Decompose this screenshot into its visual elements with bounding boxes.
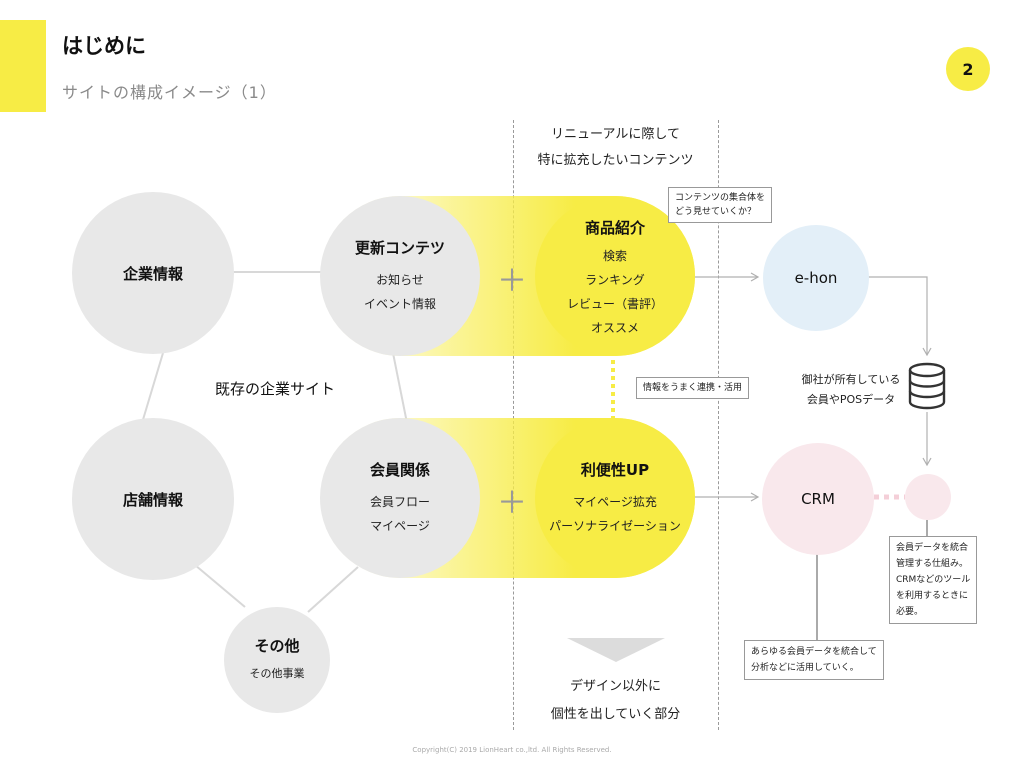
membership-title: 会員関係 [369,460,430,479]
member-data-note-line: 会員データを統合 [896,543,969,553]
convenience-item: マイページ拡充 [573,494,657,509]
products-items: 検索 ランキング レビュー（書評） オススメ [567,244,663,340]
member-data-note-line: 必要。 [896,607,924,617]
products-node: 商品紹介 検索 ランキング レビュー（書評） オススメ [535,196,695,356]
products-item: 検索 [602,248,627,263]
plus-icon: ＋ [497,486,527,521]
convenience-node: 利便性UP マイページ拡充 パーソナライゼーション [535,418,695,578]
convenience-title: 利便性UP [580,460,650,479]
page-title: はじめに [62,34,146,58]
bottom-caption-line2: 個性を出していく部分 [550,707,681,722]
member-data-note-line: 管理する仕組み。 [896,559,969,569]
content-set-note-line: コンテンツの集合体を [675,193,766,203]
products-item: オススメ [590,320,639,335]
crm-note: あらゆる会員データを統合して 分析などに活用していく。 [744,640,884,680]
crm-note-line: あらゆる会員データを統合して [751,647,877,657]
triangle-down-icon [567,638,665,662]
update-content-title: 更新コンテツ [354,238,445,257]
membership-items: 会員フロー マイページ [370,490,430,538]
member-data-note-line: を利用するときに [896,591,969,601]
others-title: その他 [254,636,300,655]
membership-item: マイページ [370,518,430,533]
membership-item: 会員フロー [369,494,430,509]
store-info-label: 店舗情報 [122,490,183,509]
member-data-note-line: CRMなどのツール [896,575,971,585]
products-title: 商品紹介 [584,218,645,237]
crm-node: CRM [762,443,874,555]
update-content-items: お知らせ イベント情報 [364,268,436,316]
database-note-line: 御社が所有している [801,373,901,386]
database-icon [908,362,946,410]
ehon-node: e-hon [763,225,869,331]
update-content-item: イベント情報 [363,296,436,311]
others-node: その他 その他事業 [224,607,330,713]
crm-label: CRM [801,490,835,508]
top-caption-line1: リニューアルに際して [551,127,680,142]
crm-note-line: 分析などに活用していく。 [751,663,859,673]
company-info-label: 企業情報 [122,264,183,283]
header-accent-bar [0,20,46,112]
member-data-note: 会員データを統合 管理する仕組み。 CRMなどのツール を利用するときに 必要。 [889,536,978,624]
products-item: ランキング [585,272,645,287]
database-note: 御社が所有している 会員やPOSデータ [796,370,906,410]
company-info-node: 企業情報 [72,192,234,354]
update-content-node: 更新コンテツ お知らせ イベント情報 [320,196,480,356]
convenience-item: パーソナライゼーション [549,518,681,533]
convenience-items: マイページ拡充 パーソナライゼーション [549,490,681,538]
membership-node: 会員関係 会員フロー マイページ [320,418,480,578]
page-number-badge: 2 [946,47,990,91]
top-caption: リニューアルに際して 特に拡充したいコンテンツ [513,122,718,174]
arrow-down-icon [866,276,932,357]
content-set-note-line: どう見せていくか？ [675,207,757,217]
products-item: レビュー（書評） [566,296,663,311]
top-caption-line2: 特に拡充したいコンテンツ [537,153,694,168]
update-content-item: お知らせ [376,272,424,287]
bottom-caption: デザイン以外に 個性を出していく部分 [513,673,718,729]
database-note-line: 会員やPOSデータ [806,393,896,406]
content-set-note: コンテンツの集合体を どう見せていくか？ [668,187,773,223]
bottom-caption-line1: デザイン以外に [569,679,661,694]
member-data-node [905,474,951,520]
others-item: その他事業 [249,666,305,680]
existing-site-label: 既存の企業サイト [215,380,336,398]
ehon-label: e-hon [794,269,838,287]
store-info-node: 店舗情報 [72,418,234,580]
copyright-text: Copyright(C) 2019 LionHeart co.,ltd. All… [412,746,612,754]
plus-icon: ＋ [497,264,527,299]
dashed-divider-right [718,120,719,730]
info-link-note: 情報をうまく連携・活用 [636,377,750,399]
page-subtitle: サイトの構成イメージ（1） [62,83,277,102]
